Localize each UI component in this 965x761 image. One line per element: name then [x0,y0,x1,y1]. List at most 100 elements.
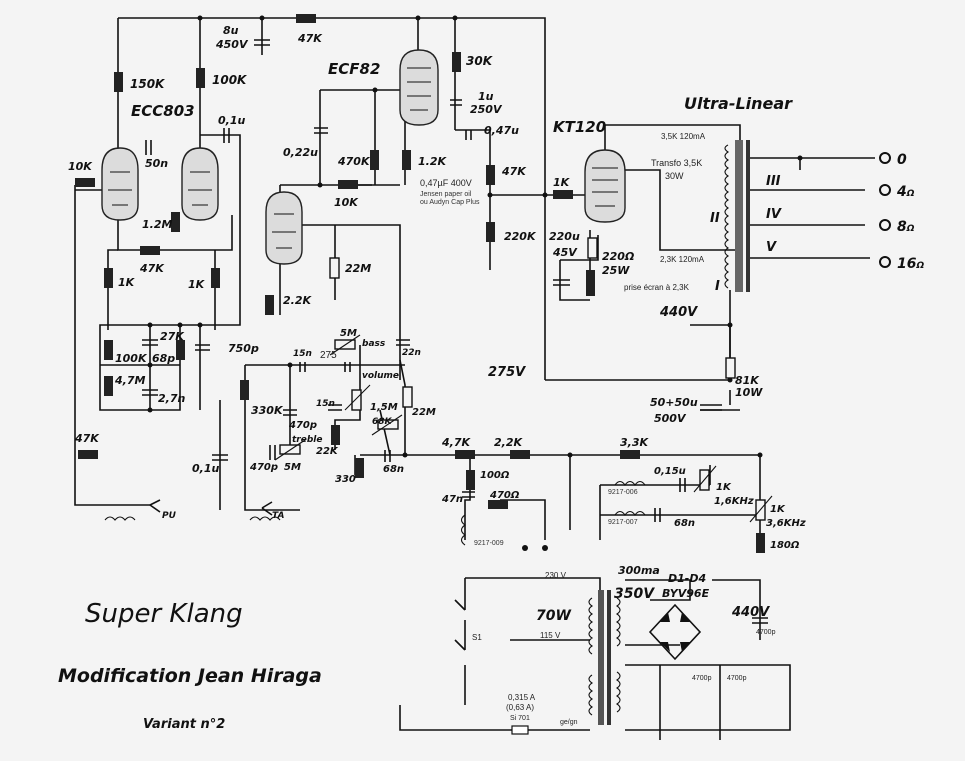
inductors [104,480,646,546]
label-tap1: 3,5K 120mA [661,132,706,141]
label-r22m-b: 22M [412,407,436,418]
label-r68k: 68K [372,417,393,427]
label-f2: 3,6KHz [766,518,806,529]
label-c2-7n: 2,7n [158,392,185,405]
capacitors[interactable] [142,39,768,624]
label-c22n: 22n [402,348,421,358]
label-r1-2k: 1.2K [418,155,447,168]
label-kt120: KT120 [553,118,606,136]
label-c15n-b: 15n [316,399,335,409]
label-r150k: 150K [130,77,166,91]
junctions [147,15,803,518]
label-r470: 470Ω [489,490,520,501]
label-r470k: 470K [337,155,371,168]
label-ps-70: 70W [536,608,571,624]
label-bass: bass [362,339,386,349]
label-r10k: 10K [68,160,93,173]
label-f1: 1,6KHz [714,496,754,507]
label-p5m-tr: 5M [284,462,301,473]
label-out-0: 0 [897,152,907,168]
label-r81k: 81K [735,374,760,387]
label-ps-fuse3: Si 701 [510,715,530,722]
label-out-8: 8Ω [897,219,915,235]
output-terminals[interactable] [879,152,891,268]
label-volume: volume [362,371,399,381]
title-modification: Modification Jean Hiraga [58,665,322,687]
label-c220u-v: 45V [552,246,578,259]
tube-kt120 [584,149,626,223]
bridge-rectifier [648,603,702,661]
label-coil2: 9217-007 [608,519,638,526]
mains-switch[interactable] [454,545,548,735]
label-pu: PU [162,511,177,521]
label-c470p-b: 470p [249,462,278,473]
label-r2-2k: 2.2K [283,294,312,307]
label-c01-bot: 0,1u [192,462,219,475]
power-transformer [588,590,621,725]
label-r275: 275 [320,350,337,361]
label-r27k: 27K [160,330,185,343]
label-c8u: 8u [223,24,239,37]
label-r330k: 330K [251,404,284,417]
label-c220u: 220u [549,230,580,243]
label-c8u-v: 450V [215,38,249,51]
label-r30k: 30K [466,54,494,68]
label-ecf82: ECF82 [328,60,380,78]
label-jensen2: Jensen paper oil [420,191,472,198]
label-b440v: 440V [659,305,698,320]
label-c50n: 50n [145,157,168,170]
label-winding-4: IV [766,207,782,222]
label-ta: TA [272,511,284,521]
label-ps-4700p-b: 4700p [727,675,747,682]
label-treble: treble [292,435,322,445]
label-ps-gegn: ge/gn [560,719,578,726]
label-winding-1: I [715,279,720,294]
resistors [75,14,765,553]
label-ps-fuse2: (0,63 A) [506,703,534,712]
label-c68n: 68n [383,464,404,475]
label-c01-top: 0,1u [218,114,245,127]
tube-ecf82-pentode [399,49,439,126]
label-r1k-f1: 1K [716,482,732,493]
label-c68p: 68p [152,352,175,365]
label-r1k-g: 1K [553,176,571,189]
output-transformer [724,140,750,292]
label-c1u-v: 250V [470,103,503,116]
label-ecran: prise écran à 2,3K [624,283,690,292]
label-p1-5m: 1,5M [370,402,398,413]
title-variant: Variant n°2 [143,717,225,732]
label-p5m-bass: 5M [340,328,357,339]
label-c047: 0,47u [484,124,519,137]
label-r330: 330 [335,474,356,485]
label-ps-115: 115 V [540,631,561,640]
label-r100: 100Ω [480,470,510,481]
label-winding-2: II [710,211,720,226]
label-r2-2k-b: 2,2K [494,436,523,449]
label-r1k-f2: 1K [770,504,786,515]
label-ps-s1: S1 [472,633,482,642]
label-c50-50-v: 500V [654,412,687,425]
label-ps-4700p-a: 4700p [756,629,776,636]
input-jacks[interactable] [149,499,273,516]
label-c50-50: 50+50u [650,396,698,409]
label-r22k: 22K [316,446,339,457]
label-out-4: 4Ω [896,184,915,200]
label-out-16: 16Ω [897,256,924,272]
label-r47k-pu: 47K [74,432,100,445]
potentiometers [274,334,773,523]
label-r220-w: 25W [602,264,630,277]
label-ps-d: D1-D4 [668,572,706,585]
label-ps-350: 350V [614,586,655,602]
label-ps-fuse: 0,315 A [508,693,536,702]
label-ps-230: 230 V [545,571,567,580]
label-tap2: Transfo 3,5K [651,158,702,168]
label-c15n-a: 15n [293,349,312,359]
label-r180: 180Ω [770,540,800,551]
label-ps-4700p-c: 4700p [692,675,712,682]
label-coil1: 9217-006 [608,489,638,496]
label-c022: 0,22u [283,146,318,159]
label-r4-7k: 4,7K [441,436,471,449]
label-r1k-a: 1K [118,276,136,289]
